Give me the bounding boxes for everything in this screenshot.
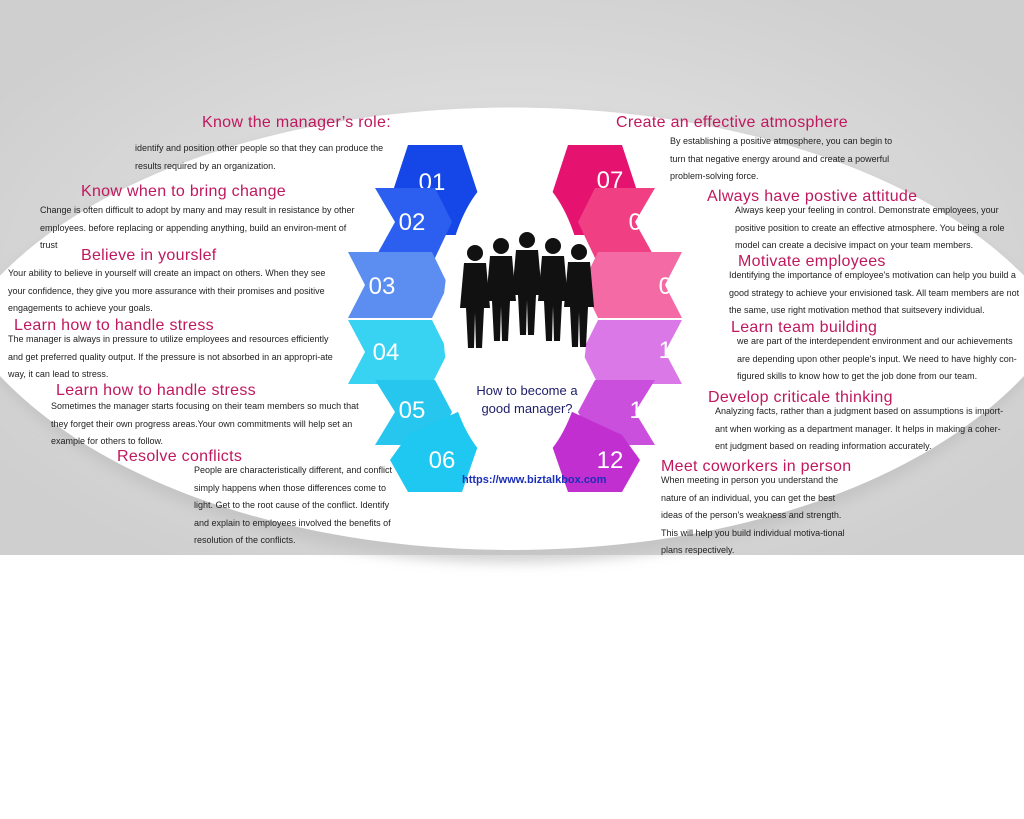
item-text: we are part of the interdependent enviro… <box>737 336 1017 381</box>
item-text: Change is often difficult to adopt by ma… <box>40 205 355 250</box>
segment-10: 10 <box>582 320 685 384</box>
item-08: Always have postive attitude <box>707 187 967 207</box>
item-12: Meet coworkers in person <box>661 457 901 477</box>
segment-number: 03 <box>369 273 396 300</box>
segment-number: 10 <box>659 337 686 364</box>
item-09-body: Identifying the importance of employee's… <box>729 267 1021 320</box>
item-title: Know when to bring change <box>81 183 286 200</box>
site-url-link[interactable]: https://www.biztalkbox.com <box>462 474 607 486</box>
segment-06: 06 <box>390 410 480 492</box>
center-disc <box>443 170 587 470</box>
item-title: Motivate employees <box>738 253 886 270</box>
item-11-body: Analyzing facts, rather than a judgment … <box>715 403 1010 456</box>
segment-12: 12 <box>550 410 640 492</box>
segment-number: 02 <box>399 209 426 236</box>
item-03-body: Your ability to believe in yourself will… <box>8 265 326 318</box>
segment-number: 04 <box>373 339 400 366</box>
item-06: Resolve conflicts <box>117 447 317 467</box>
item-text: By establishing a positive atmosphere, y… <box>670 136 893 181</box>
item-title: Know the manager’s role: <box>202 114 391 131</box>
item-12-body: When meeting in person you understand th… <box>661 472 846 560</box>
people-silhouette-icon <box>460 232 594 348</box>
item-02-body: Change is often difficult to adopt by ma… <box>40 202 355 255</box>
segment-number: 09 <box>659 273 686 300</box>
segment-number: 12 <box>597 447 624 474</box>
center-question-line2: good manager? <box>481 401 573 416</box>
item-text: Sometimes the manager starts focusing on… <box>51 401 359 446</box>
item-text: Analyzing facts, rather than a judgment … <box>715 406 1004 451</box>
segment-08: 08 <box>578 188 655 258</box>
item-05-body: Sometimes the manager starts focusing on… <box>51 398 369 451</box>
item-title: Learn how to handle stress <box>14 317 214 334</box>
segment-02: 02 <box>375 188 452 258</box>
item-text: When meeting in person you understand th… <box>661 475 845 555</box>
item-01-body: identify and position other people so th… <box>135 140 405 175</box>
item-10-body: we are part of the interdependent enviro… <box>737 333 1024 386</box>
segment-04: 04 <box>348 320 448 384</box>
segment-number: 05 <box>399 397 426 424</box>
item-title: Create an effective atmosphere <box>616 114 848 131</box>
item-09: Motivate employees <box>738 252 938 272</box>
item-04: Learn how to handle stress <box>14 316 244 336</box>
item-title: Learn how to handle stress <box>56 382 256 399</box>
item-title: Meet coworkers in person <box>661 458 852 475</box>
item-title: Believe in yourslef <box>81 247 217 264</box>
item-title: Learn team building <box>731 319 878 336</box>
segment-03: 03 <box>348 252 448 318</box>
item-text: identify and position other people so th… <box>135 143 384 171</box>
item-text: Identifying the importance of employee's… <box>729 270 1020 315</box>
item-03: Believe in yourslef <box>81 246 281 266</box>
item-text: Your ability to believe in yourself will… <box>8 268 326 313</box>
segment-09: 09 <box>582 252 685 318</box>
item-title: Develop criticale thinking <box>708 389 893 406</box>
item-text: The manager is always in pressure to uti… <box>8 334 333 379</box>
item-04-body: The manager is always in pressure to uti… <box>8 331 338 384</box>
item-text: Always keep your feeling in control. Dem… <box>735 205 1005 250</box>
item-01: Know the manager’s role: <box>202 113 407 133</box>
item-02: Know when to bring change <box>81 182 311 202</box>
segment-wheel: 01 02 03 04 05 06 07 08 09 10 11 12 <box>348 145 685 492</box>
item-text: People are characteristically different,… <box>194 465 392 545</box>
item-07: Create an effective atmosphere <box>616 113 876 133</box>
center-question: How to become a good manager? <box>467 382 587 418</box>
item-title: Always have postive attitude <box>707 188 918 205</box>
center-question-line1: How to become a <box>476 383 578 398</box>
item-10: Learn team building <box>731 318 931 338</box>
segment-number: 06 <box>429 447 456 474</box>
segment-number: 08 <box>629 209 656 236</box>
item-07-body: By establishing a positive atmosphere, y… <box>670 133 902 186</box>
item-08-body: Always keep your feeling in control. Dem… <box>735 202 1015 255</box>
item-title: Resolve conflicts <box>117 448 243 465</box>
item-05: Learn how to handle stress <box>56 381 286 401</box>
segment-number: 11 <box>630 397 655 424</box>
item-11: Develop criticale thinking <box>708 388 948 408</box>
item-06-body: People are characteristically different,… <box>194 462 399 550</box>
